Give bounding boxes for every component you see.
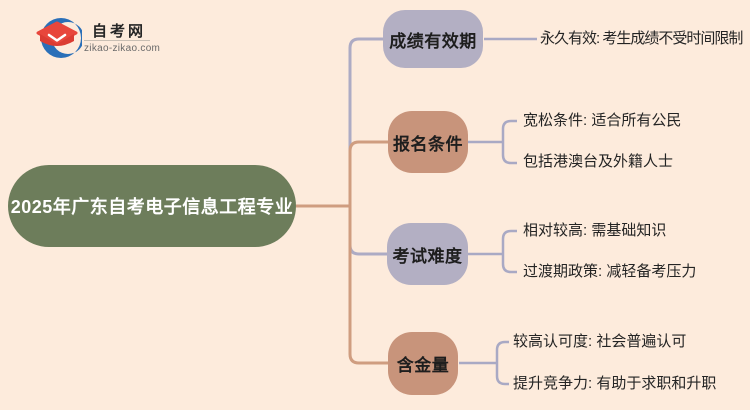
branch-node-gold-content: 含金量 <box>388 332 458 395</box>
leaf-text-registration-1: 宽松条件: 适合所有公民 <box>523 112 682 129</box>
connector-root-to-score-validity <box>348 37 383 206</box>
leaf-text-gold-content-1: 较高认可度: 社会普遍认可 <box>513 333 687 350</box>
leaf-text-registration-2: 包括港澳台及外籍人士 <box>523 153 674 170</box>
leaf-text-gold-content-2: 提升竞争力: 有助于求职和升职 <box>513 375 717 392</box>
branch-node-score-validity: 成绩有效期 <box>383 10 483 68</box>
connector-gold-content-bracket <box>495 340 509 386</box>
branch-node-registration-conditions: 报名条件 <box>388 111 468 173</box>
connector-root-to-registration <box>348 140 388 206</box>
root-topic-node: 2025年广东自考电子信息工程专业 <box>8 165 296 247</box>
site-logo: 自考网 zikao-zikao.com <box>28 14 161 62</box>
leaf-text-exam-difficulty-2: 过渡期政策: 减轻备考压力 <box>523 263 697 280</box>
logo-divider <box>84 40 150 41</box>
leaf-text-exam-difficulty-1: 相对较高: 需基础知识 <box>523 222 667 239</box>
connector-registration-bracket <box>501 119 517 165</box>
branch-node-exam-difficulty: 考试难度 <box>387 223 468 285</box>
leaf-text-score-validity: 永久有效: 考生成绩不受时间限制 <box>540 30 743 47</box>
graduation-cap-icon <box>36 18 82 58</box>
connector-exam-difficulty-bracket <box>501 229 517 274</box>
logo-domain: zikao-zikao.com <box>84 43 161 54</box>
logo-title: 自考网 <box>92 23 147 40</box>
connector-root-to-gold-content <box>348 206 388 365</box>
connector-root-to-exam-difficulty <box>348 206 387 256</box>
